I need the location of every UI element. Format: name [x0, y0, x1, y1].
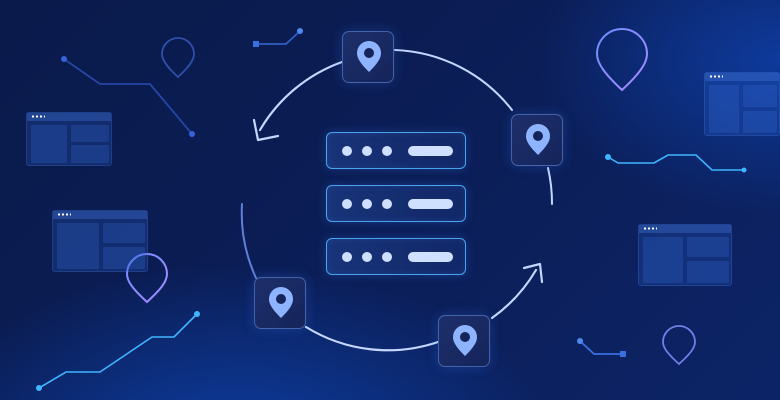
location-tile — [438, 315, 490, 367]
app-window-icon — [26, 112, 112, 166]
app-window-icon — [704, 72, 780, 136]
server-row — [326, 132, 466, 169]
network-line-top-center — [253, 28, 303, 47]
location-tile — [254, 277, 306, 329]
app-window-icon — [52, 210, 148, 272]
network-line-bottom-right — [577, 338, 626, 357]
refresh-cycle-icon — [240, 49, 554, 352]
map-pin-icon — [269, 287, 293, 318]
network-line-right — [605, 154, 747, 173]
map-pin-icon — [453, 325, 477, 356]
map-pin-outline-icon — [161, 37, 195, 79]
location-tile — [342, 31, 394, 83]
map-pin-icon — [357, 41, 381, 72]
server-row — [326, 185, 466, 222]
network-line-bottom-left — [36, 311, 200, 391]
map-pin-icon — [526, 124, 550, 155]
network-line-top-left — [61, 56, 195, 137]
app-window-icon — [638, 224, 732, 286]
map-pin-outline-icon — [125, 253, 169, 304]
location-tile — [511, 114, 563, 166]
map-pin-outline-icon — [662, 325, 696, 366]
server-row — [326, 238, 466, 275]
map-pin-outline-icon — [595, 28, 649, 92]
